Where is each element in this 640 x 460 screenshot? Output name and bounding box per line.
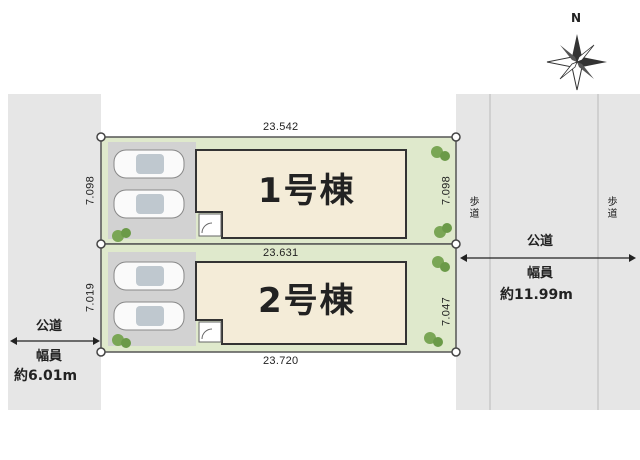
building-2-label: 2号棟: [258, 281, 356, 321]
west-road-width-arrow: [10, 337, 100, 345]
boundary-marker: [96, 132, 106, 142]
east-road-width-arrow: [460, 254, 636, 262]
shrub-icon: [112, 228, 131, 242]
east-sidewalk-label: 歩道: [605, 196, 616, 220]
boundary-marker: [96, 239, 106, 249]
boundary-marker: [451, 239, 461, 249]
boundary-marker: [451, 132, 461, 142]
lot-1-left-dimension: 7.098: [84, 175, 97, 206]
lot-1-top-dimension: 23.542: [263, 121, 299, 133]
east-sidewalk-label: 歩道: [467, 196, 478, 220]
building-1-label: 1号棟: [258, 171, 356, 211]
west-road: [8, 94, 101, 410]
shrub-icon: [424, 332, 443, 347]
compass-icon: [546, 34, 607, 91]
east-road-name: 公道: [527, 234, 554, 249]
shrub-icon: [432, 256, 450, 272]
west-road-width-value: 約6.01m: [14, 368, 78, 384]
lot-2-bottom-dimension: 23.720: [263, 355, 299, 367]
lot-2-left-dimension: 7.019: [84, 282, 97, 313]
shrub-icon: [431, 146, 450, 161]
east-road: [456, 94, 640, 410]
car-icon: [113, 149, 185, 179]
lot-2-right-dimension: 7.047: [440, 296, 453, 327]
entrance-step: [198, 213, 222, 237]
east-road-width-value: 約11.99m: [500, 287, 573, 303]
car-icon: [113, 261, 185, 291]
shrub-icon: [112, 334, 131, 348]
entrance-step: [198, 321, 222, 343]
west-road-name: 公道: [36, 319, 63, 334]
building-1: [195, 149, 407, 239]
east-road-width-label: 幅員: [527, 266, 554, 281]
lot-1-right-dimension: 7.098: [440, 175, 453, 206]
west-road-width-label: 幅員: [36, 349, 63, 364]
boundary-marker: [451, 347, 461, 357]
boundary-marker: [96, 347, 106, 357]
car-icon: [113, 301, 185, 331]
building-2: [195, 261, 407, 345]
shrub-icon: [434, 223, 452, 238]
door-swing: [201, 328, 213, 340]
car-icon: [113, 189, 185, 219]
door-swing: [201, 222, 213, 234]
north-label: N: [571, 11, 582, 25]
lot-2-top-dimension: 23.631: [263, 247, 299, 259]
